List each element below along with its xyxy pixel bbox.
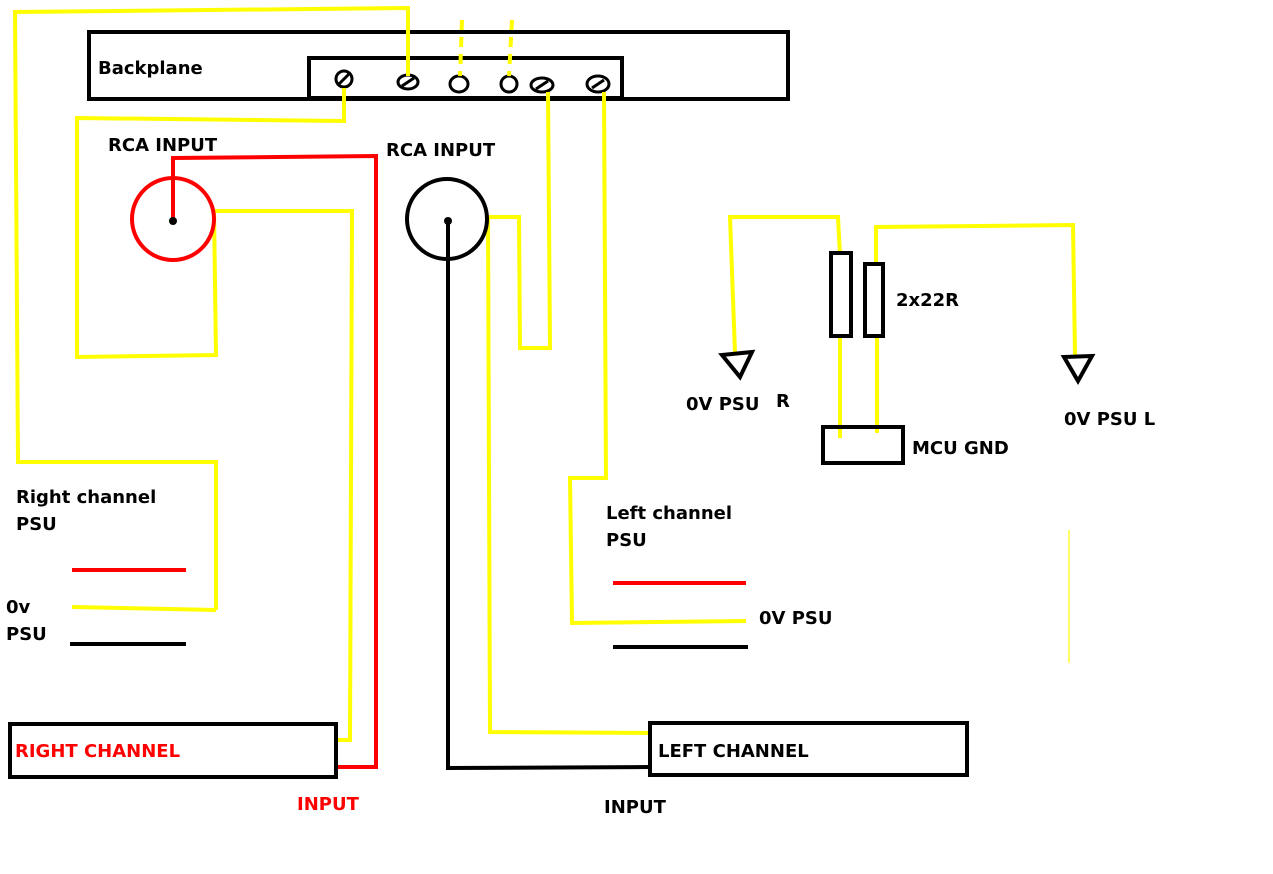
right-psu-label-line2: PSU: [16, 514, 57, 535]
right-channel-label: RIGHT CHANNEL: [15, 741, 180, 762]
right-channel-box: [8, 722, 338, 779]
terminal-5: [529, 76, 555, 94]
wire-backplane-to-right-rca-ground: [75, 88, 355, 742]
left-channel-label: LEFT CHANNEL: [658, 741, 809, 762]
right-0v-label-line1: 0v: [6, 597, 31, 618]
right-psu-label-line1: Right channel: [16, 487, 156, 508]
ground-symbol-0v-l: [1060, 353, 1096, 386]
right-0v-label-line2: PSU: [6, 624, 47, 645]
terminal-3: [448, 74, 470, 94]
terminal-4: [499, 74, 519, 94]
wire-left-signal: [446, 228, 651, 771]
terminal-2: [396, 73, 420, 91]
resistors-label: 2x22R: [896, 290, 959, 311]
backplane-terminal-strip: [307, 56, 624, 100]
resistor-2: [863, 262, 885, 338]
0v-psu-r-suffix: R: [776, 391, 790, 412]
left-0v-psu-label: 0V PSU: [759, 608, 833, 629]
wire-backplane-to-left-rca-ground: [485, 91, 651, 735]
0v-psu-l-label: 0V PSU L: [1064, 409, 1155, 430]
rca-input-label-right: RCA INPUT: [108, 135, 218, 156]
terminal-1: [334, 69, 354, 89]
mcu-gnd-label: MCU GND: [912, 438, 1009, 459]
right-psu-0v-rail: [71, 605, 217, 612]
stub-wire-terminal-3: [458, 19, 464, 77]
mcu-gnd-box: [821, 425, 905, 465]
backplane-label: Backplane: [98, 58, 203, 79]
wire-backplane-to-left-psu-0v: [567, 91, 747, 626]
wire-right-psu-0v-to-backplane: [12, 5, 410, 610]
wire-resistor-2-to-0v-l: [874, 222, 1077, 356]
left-channel-box: [648, 721, 969, 777]
rca-connector-right: [130, 176, 216, 262]
0v-psu-r-label: 0V PSU: [686, 394, 760, 415]
right-input-label: INPUT: [297, 794, 360, 815]
left-psu-label-line2: PSU: [606, 530, 647, 551]
left-input-label: INPUT: [604, 797, 667, 818]
stub-wire-terminal-4: [507, 19, 514, 77]
ground-symbol-0v-r: [718, 349, 756, 381]
rca-input-label-left: RCA INPUT: [386, 140, 496, 161]
rca-connector-left: [405, 177, 489, 261]
terminal-6: [585, 74, 611, 94]
wire-resistor-1-to-0v-r: [727, 215, 842, 354]
resistor-1: [829, 251, 853, 338]
left-psu-label-line1: Left channel: [606, 503, 732, 524]
